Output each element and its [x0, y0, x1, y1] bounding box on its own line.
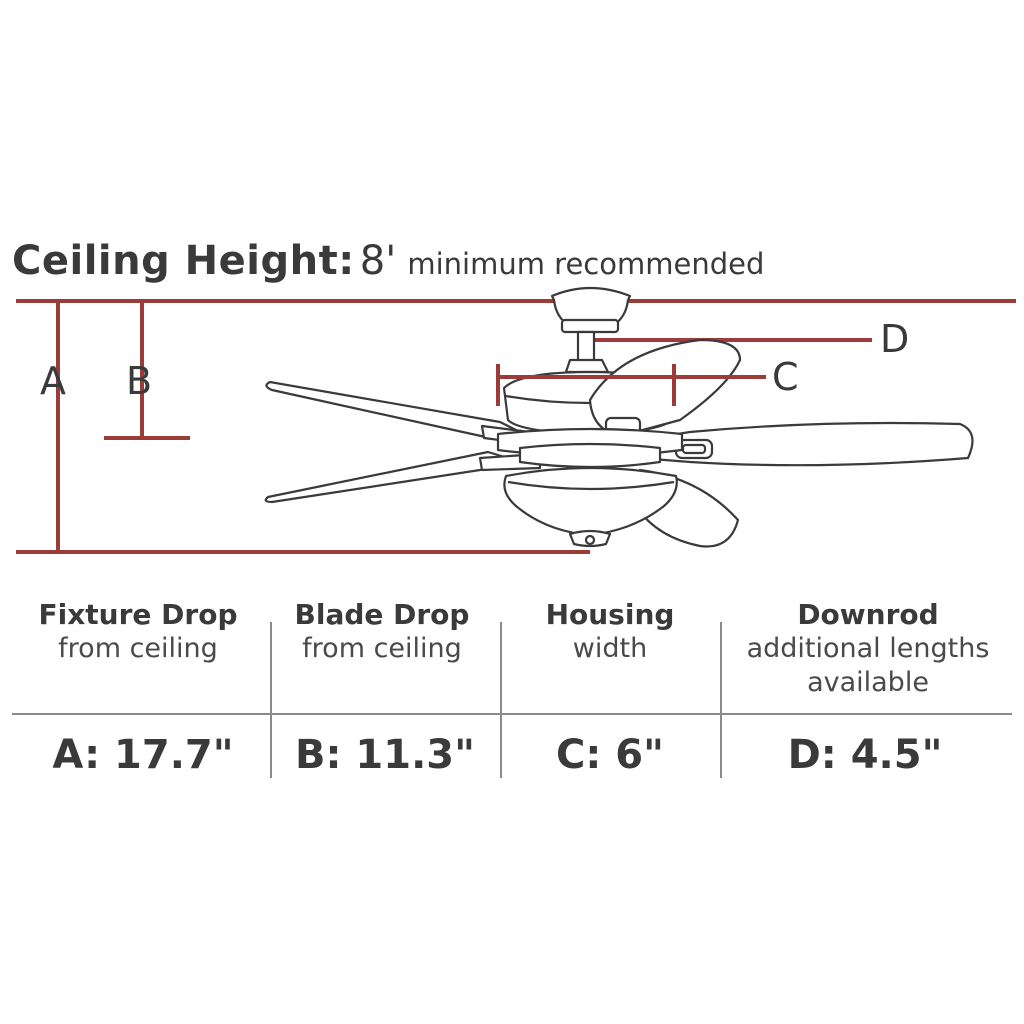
blade-drop-value: B: 11.3"	[295, 732, 475, 778]
table-divider-vertical	[500, 622, 502, 778]
column-subtitle: from ceiling	[302, 633, 462, 664]
ceiling-height-heading: Ceiling Height: 8' minimum recommended	[12, 238, 764, 284]
column-housing: Housing width	[500, 598, 720, 666]
column-title: Downrod	[797, 598, 939, 631]
fixture-drop-value: A: 17.7"	[52, 732, 234, 778]
housing-width-value: C: 6"	[556, 732, 664, 778]
column-title: Housing	[545, 598, 675, 631]
column-downrod: Downrod additional lengths available	[720, 598, 1016, 700]
dimension-letter-b: B	[126, 359, 153, 403]
column-subtitle: width	[572, 633, 648, 664]
column-subtitle: additional lengths	[746, 633, 990, 664]
ceiling-height-label: Ceiling Height:	[12, 238, 355, 284]
table-divider-vertical	[270, 622, 272, 778]
column-blade-drop: Blade Drop from ceiling	[264, 598, 500, 666]
column-title: Blade Drop	[294, 598, 470, 631]
ceiling-height-note: minimum recommended	[407, 247, 765, 281]
column-fixture-drop: Fixture Drop from ceiling	[18, 598, 258, 666]
downrod-value: D: 4.5"	[787, 732, 943, 778]
column-subtitle: from ceiling	[58, 633, 218, 664]
table-divider-horizontal	[12, 713, 1012, 715]
dimension-letter-c: C	[772, 355, 799, 399]
table-divider-vertical	[720, 622, 722, 778]
dimension-letter-d: D	[880, 317, 910, 361]
ceiling-fan-icon	[264, 286, 974, 548]
column-subtitle-2: available	[807, 667, 929, 698]
ceiling-height-value: 8'	[359, 238, 397, 284]
column-title: Fixture Drop	[38, 598, 238, 631]
dimension-letter-a: A	[40, 359, 66, 403]
